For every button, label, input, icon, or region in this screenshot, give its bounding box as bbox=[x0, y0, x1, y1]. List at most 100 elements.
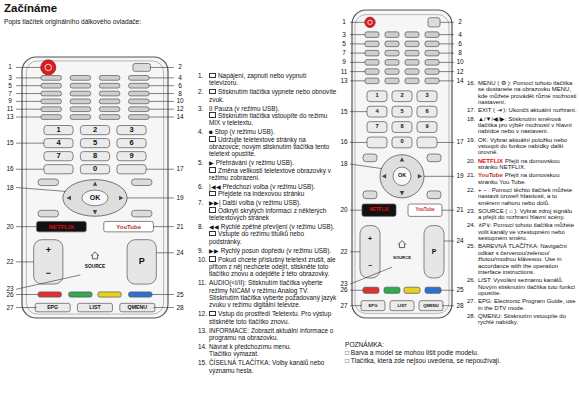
description-list: 1.Napájení, zapnutí nebo vypnutí televiz… bbox=[198, 72, 337, 376]
leader-line bbox=[350, 210, 362, 211]
small-key bbox=[425, 60, 439, 66]
description-text: Stisknutím tlačítka vyberte požadovaný j… bbox=[209, 294, 337, 309]
leader-line bbox=[127, 197, 174, 198]
item-number: 28. bbox=[467, 313, 475, 319]
list-item: 21.YouTubePřejít na domovskou stránku Yo… bbox=[467, 172, 577, 185]
number-key bbox=[417, 122, 437, 133]
text: Vstup do prostředí Teletextu. Pro výstup… bbox=[209, 310, 331, 324]
color-key bbox=[129, 292, 152, 297]
small-key bbox=[70, 115, 90, 120]
text: Udržujte teletextové stránky na obrazovc… bbox=[209, 136, 329, 158]
source-key-label: SOURCE bbox=[85, 265, 106, 270]
item-number: 17. bbox=[467, 107, 475, 113]
program-rocker bbox=[424, 226, 444, 278]
number-key bbox=[392, 91, 412, 102]
ok-key bbox=[393, 167, 411, 185]
callout-number: 9 bbox=[8, 98, 12, 105]
callout-number: 15 bbox=[6, 140, 13, 147]
leader-line bbox=[439, 53, 454, 54]
home-icon bbox=[398, 241, 406, 248]
leader-line bbox=[153, 226, 174, 227]
description-text: ■ Stop (v režimu USB). bbox=[209, 128, 337, 135]
leader-line bbox=[153, 307, 174, 308]
small-key bbox=[41, 83, 61, 88]
text: Stisknutím tlačítka vstoupíte do režimu … bbox=[209, 112, 327, 126]
callout-number: 24 bbox=[176, 250, 183, 257]
callout-number: 9 bbox=[342, 59, 346, 66]
small-key bbox=[99, 91, 119, 96]
callout-number: 12 bbox=[456, 68, 463, 75]
number-key bbox=[117, 165, 146, 174]
item-number: 27. bbox=[467, 298, 475, 304]
logo-text: YouTube bbox=[478, 172, 503, 178]
text: ◀◀ Rychlé zpětné převíjení (v režimu USB… bbox=[209, 223, 334, 230]
item-number: 24. bbox=[467, 222, 475, 228]
button-icon bbox=[209, 256, 216, 262]
small-key bbox=[99, 115, 119, 120]
description-text: ◀◀ Rychlé zpětné převíjení (v režimu USB… bbox=[209, 223, 337, 230]
callout-number: 13 bbox=[6, 114, 13, 121]
text: + − : Pomocí těchto tlačítek můžete nast… bbox=[478, 187, 572, 206]
description-text: Pokud chcete příslušný teletext zrušit, … bbox=[209, 256, 337, 278]
leader-line bbox=[439, 34, 454, 35]
leader-line bbox=[16, 226, 37, 227]
leader-line bbox=[350, 53, 365, 54]
digit-key-label: 1 bbox=[375, 93, 378, 99]
button-icon bbox=[209, 207, 216, 213]
arrow-key-mark bbox=[400, 157, 404, 161]
list-item: 28.QMENU: Stisknutím vstoupíte do rychlé… bbox=[467, 313, 577, 326]
power-symbol bbox=[368, 20, 372, 24]
digit-key-label: 8 bbox=[400, 124, 403, 130]
text: Napájení, zapnutí nebo vypnutí televizor… bbox=[209, 72, 306, 86]
leader-line bbox=[16, 93, 41, 94]
number-key bbox=[44, 126, 73, 135]
small-key bbox=[365, 41, 379, 47]
leader-line bbox=[437, 142, 454, 143]
list-item: 26.LIST: Vyvolání seznamu kanálů. Novým … bbox=[467, 277, 577, 296]
digit-key-label: 0 bbox=[93, 165, 97, 173]
small-key bbox=[405, 69, 419, 75]
small-key bbox=[41, 76, 61, 81]
small-key bbox=[70, 91, 90, 96]
small-key bbox=[41, 115, 61, 120]
text: Přejdete na indexovou stránku bbox=[218, 190, 304, 197]
list-key-label: LIST bbox=[89, 305, 100, 310]
nav-key bbox=[38, 179, 58, 186]
small-key bbox=[425, 32, 439, 38]
small-key bbox=[129, 76, 149, 81]
youtube-key bbox=[408, 204, 442, 216]
small-key bbox=[99, 76, 119, 81]
leader-line bbox=[350, 22, 365, 23]
leader-line bbox=[16, 188, 66, 192]
netflix-logo: NETFLIX bbox=[49, 224, 74, 230]
leader-line bbox=[441, 290, 454, 291]
small-key bbox=[129, 99, 149, 104]
callout-number: 5 bbox=[342, 41, 346, 48]
button-icon bbox=[209, 89, 216, 95]
note-text: □ Barva a model se mohou lišit podle mod… bbox=[345, 349, 575, 357]
nav-key bbox=[132, 210, 152, 217]
leader-line bbox=[16, 169, 44, 170]
color-key bbox=[98, 292, 121, 297]
callout-number: 2 bbox=[178, 64, 182, 71]
callout-number: 25 bbox=[176, 291, 183, 298]
program-key-label: P bbox=[139, 257, 145, 266]
leader-line bbox=[16, 101, 41, 102]
callout-number: 16 bbox=[6, 166, 13, 173]
digit-key-label: 0 bbox=[400, 140, 403, 146]
youtube-logo: YouTube bbox=[415, 208, 434, 213]
button-icon bbox=[209, 231, 216, 237]
logo-text: NETFLIX bbox=[478, 158, 503, 164]
leader-line bbox=[16, 77, 41, 78]
text: Tlačítko vymazat. bbox=[209, 350, 259, 357]
small-key bbox=[405, 41, 419, 47]
description-text: Tlačítko vymazat. bbox=[209, 350, 337, 357]
nav-key bbox=[363, 191, 377, 199]
digit-key-label: 3 bbox=[129, 126, 133, 134]
callout-number: 20 bbox=[6, 223, 13, 230]
text: ∧P∨: Pomocí tohoto tlačítka můžete volit… bbox=[478, 222, 574, 241]
text: EXIT ( ⇥ ): Ukončit aktuální rozhraní. bbox=[478, 107, 577, 113]
leader-line bbox=[149, 93, 174, 94]
number-key bbox=[392, 122, 412, 133]
color-key bbox=[425, 287, 441, 293]
